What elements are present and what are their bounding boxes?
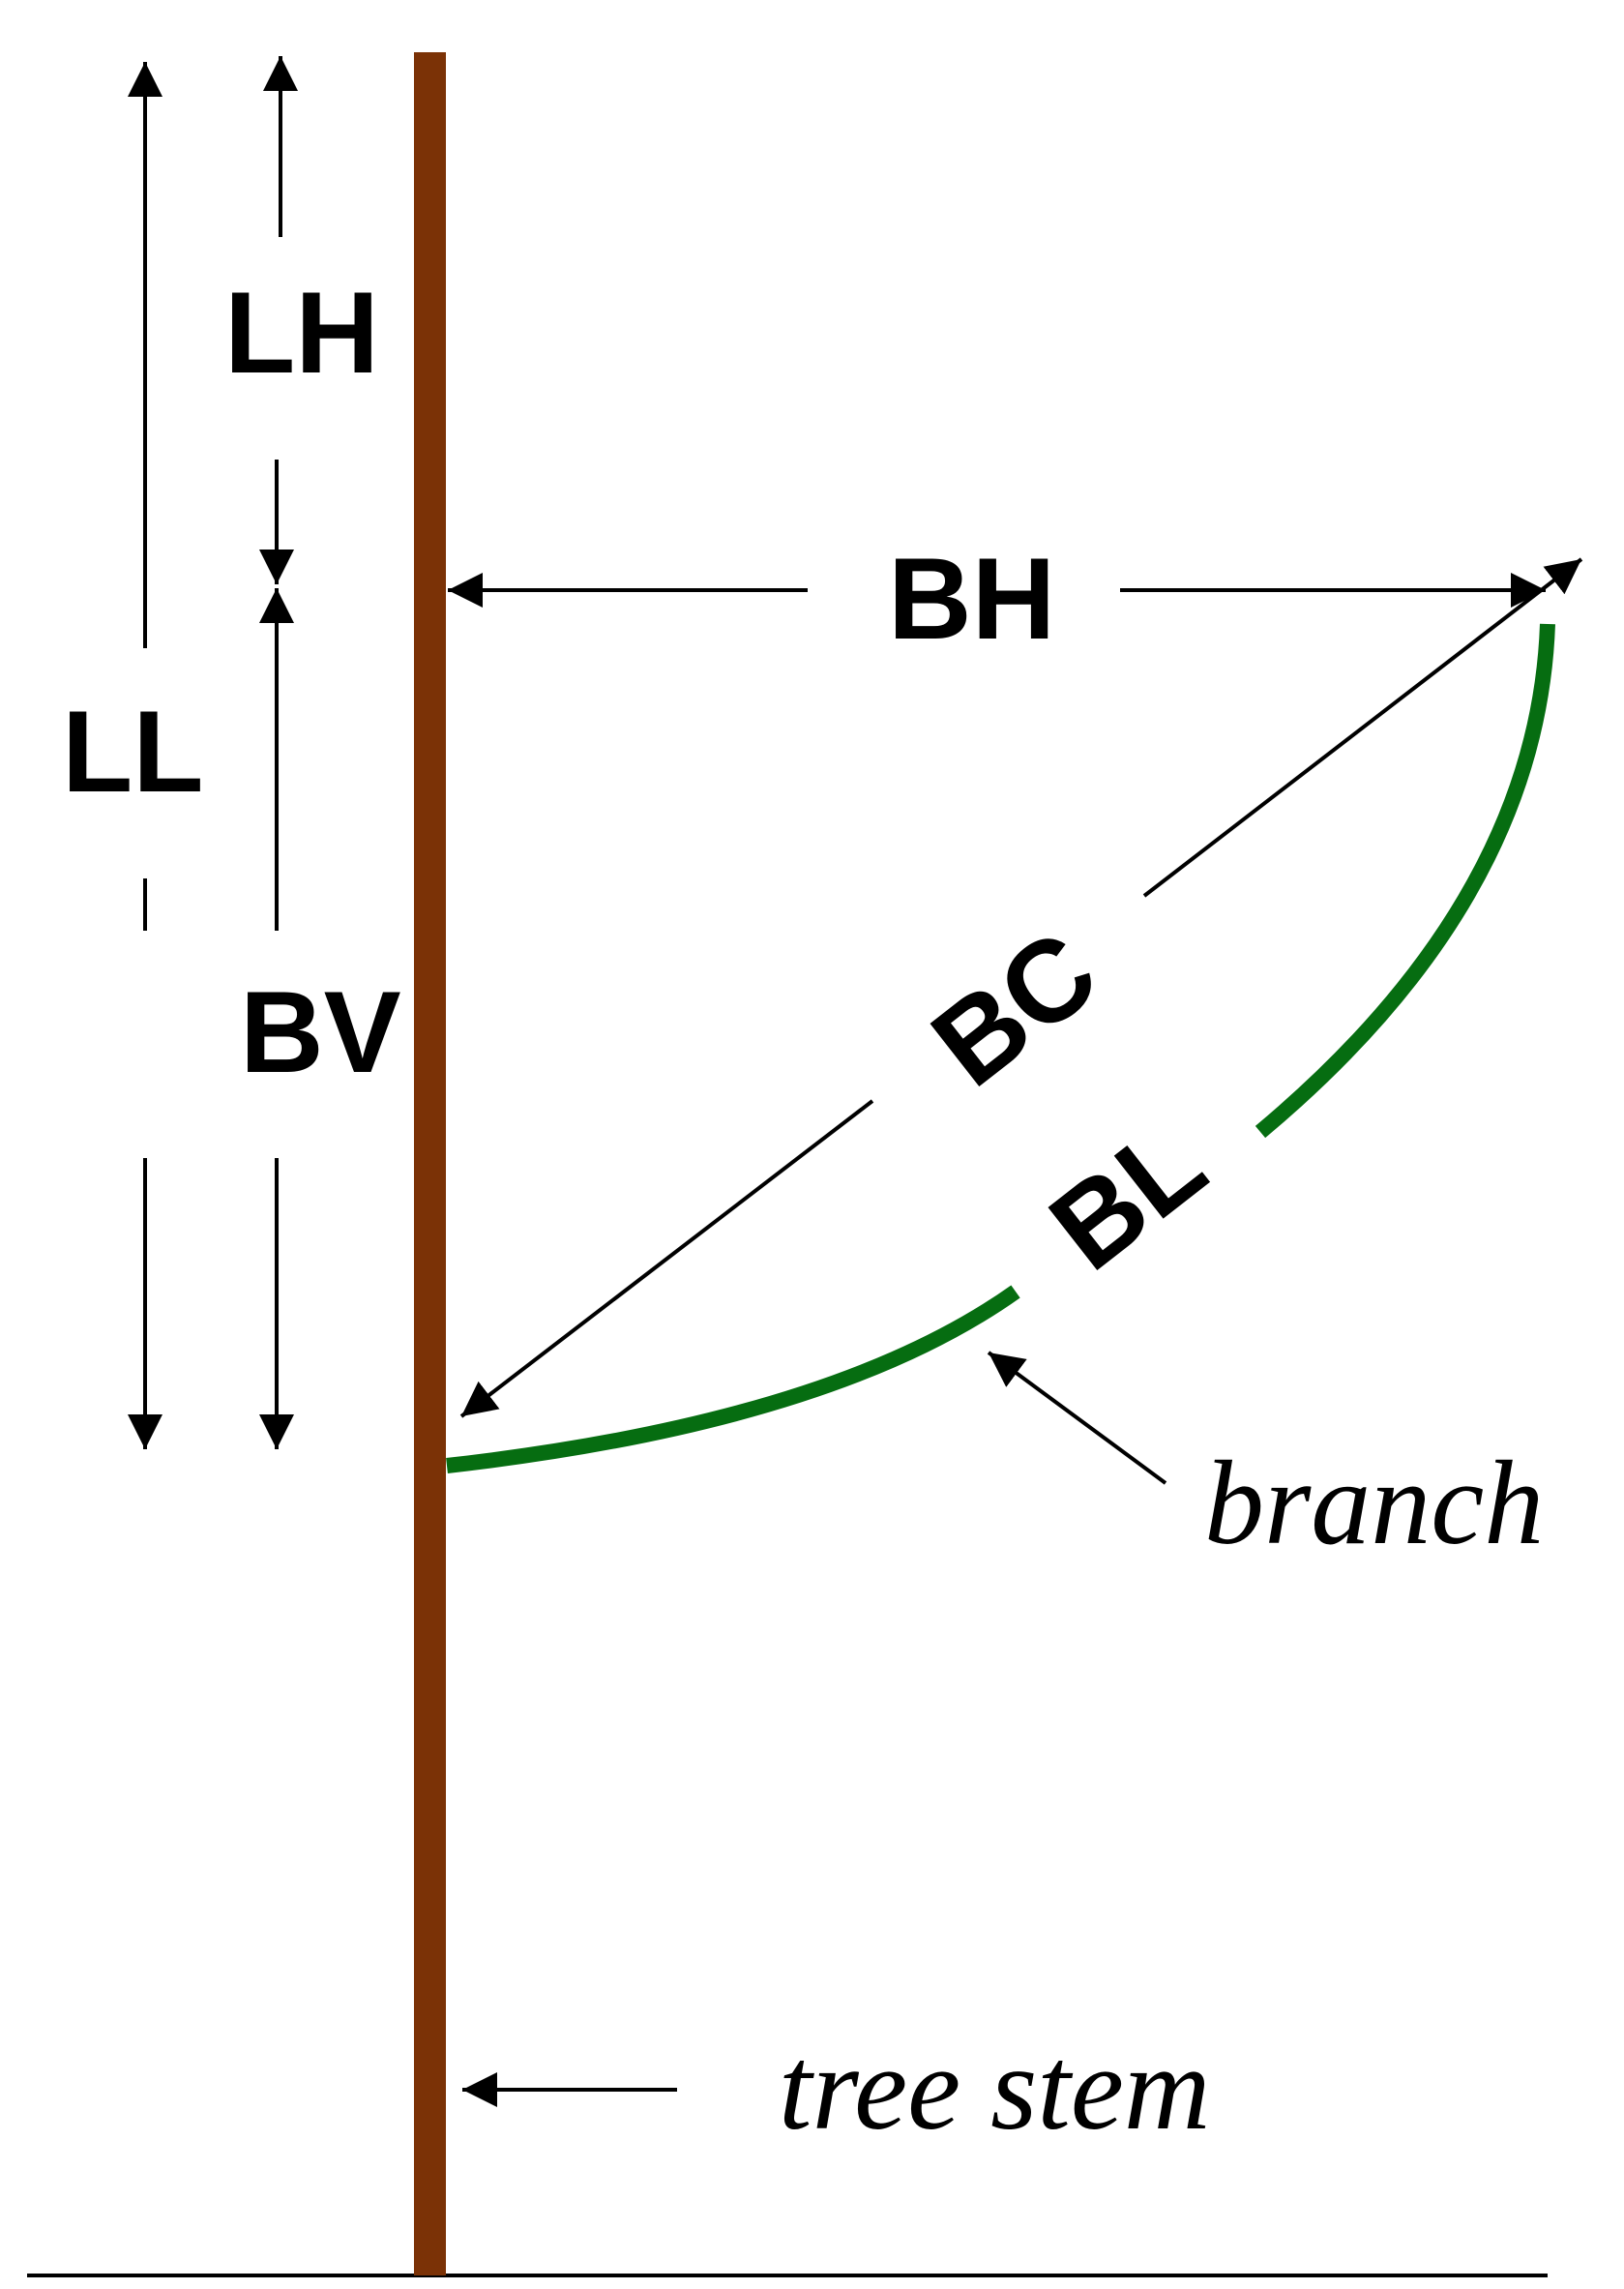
branch-curve-upper bbox=[1255, 623, 1555, 1139]
label-bv: BV bbox=[240, 967, 401, 1097]
branch-pointer-arrow bbox=[987, 1351, 1167, 1485]
label-tree-stem: tree stem bbox=[779, 2022, 1210, 2155]
label-bl: BL bbox=[1027, 1097, 1229, 1294]
label-lh: LH bbox=[224, 268, 379, 398]
label-branch: branch bbox=[1204, 1437, 1544, 1569]
bc-dimension-upper bbox=[1142, 557, 1583, 898]
label-bc: BC bbox=[909, 906, 1121, 1111]
tree-stem bbox=[414, 52, 446, 2275]
branch-curve-lower bbox=[446, 1285, 1020, 1473]
bc-dimension-lower bbox=[459, 1099, 874, 1418]
label-ll: LL bbox=[62, 687, 204, 817]
label-bh: BH bbox=[888, 534, 1055, 664]
